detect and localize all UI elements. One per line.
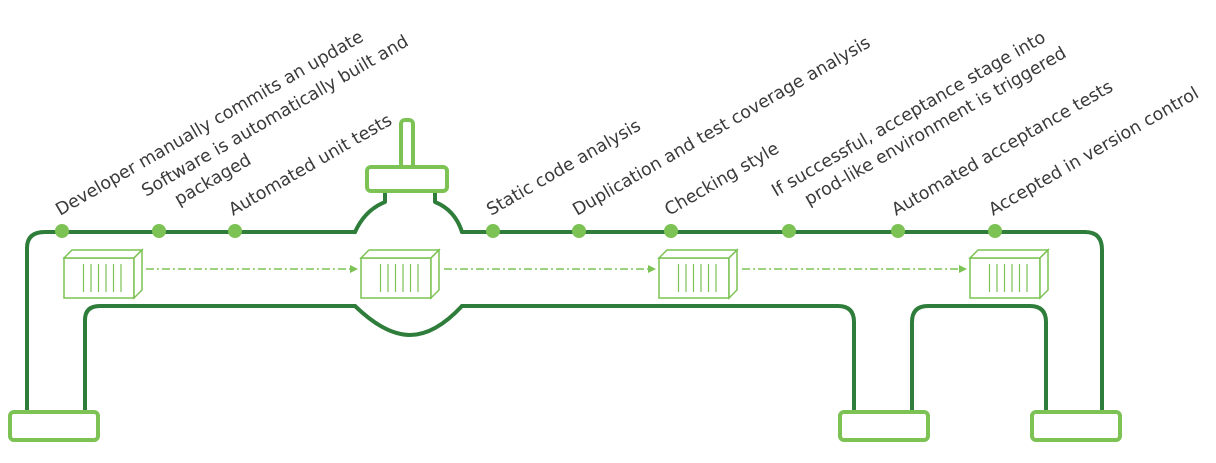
flow-arrow-head-3: [959, 265, 967, 273]
stage-dot: [55, 224, 69, 238]
valve-handle: [365, 165, 449, 193]
flow-arrow-head-1: [350, 265, 358, 273]
right-foot-pad: [1030, 410, 1122, 442]
pipe-hub-bulb-top: [353, 188, 464, 234]
stage-dot: [228, 224, 242, 238]
container-icon: [359, 248, 441, 300]
stage-dot: [486, 224, 500, 238]
stage-dot: [988, 224, 1002, 238]
middle-foot-pad: [838, 410, 930, 442]
container-icon: [62, 248, 144, 300]
pipe-inner-mid: [460, 304, 856, 414]
flow-arrow-head-2: [648, 265, 656, 273]
stage-label-line-1: Static code analysis: [484, 116, 645, 220]
stage-dot: [664, 224, 678, 238]
pipe-hub-bulb-bottom: [353, 304, 464, 337]
valve-stem: [399, 118, 415, 170]
stage-label: Static code analysis: [484, 116, 645, 220]
pipe-top-left: [25, 230, 357, 414]
stage-label-line-1: If successful, acceptance stage into: [769, 28, 1050, 202]
left-foot-pad: [8, 410, 100, 442]
container-icon: [657, 248, 739, 300]
pipe-inner-right: [910, 304, 1048, 414]
pipe-top-right: [460, 230, 1104, 414]
stage-dot: [152, 224, 166, 238]
pipe-inner-left: [83, 304, 357, 414]
container-icon: [968, 248, 1050, 300]
stage-dot: [891, 224, 905, 238]
stage-dot: [782, 224, 796, 238]
stage-dot: [572, 224, 586, 238]
